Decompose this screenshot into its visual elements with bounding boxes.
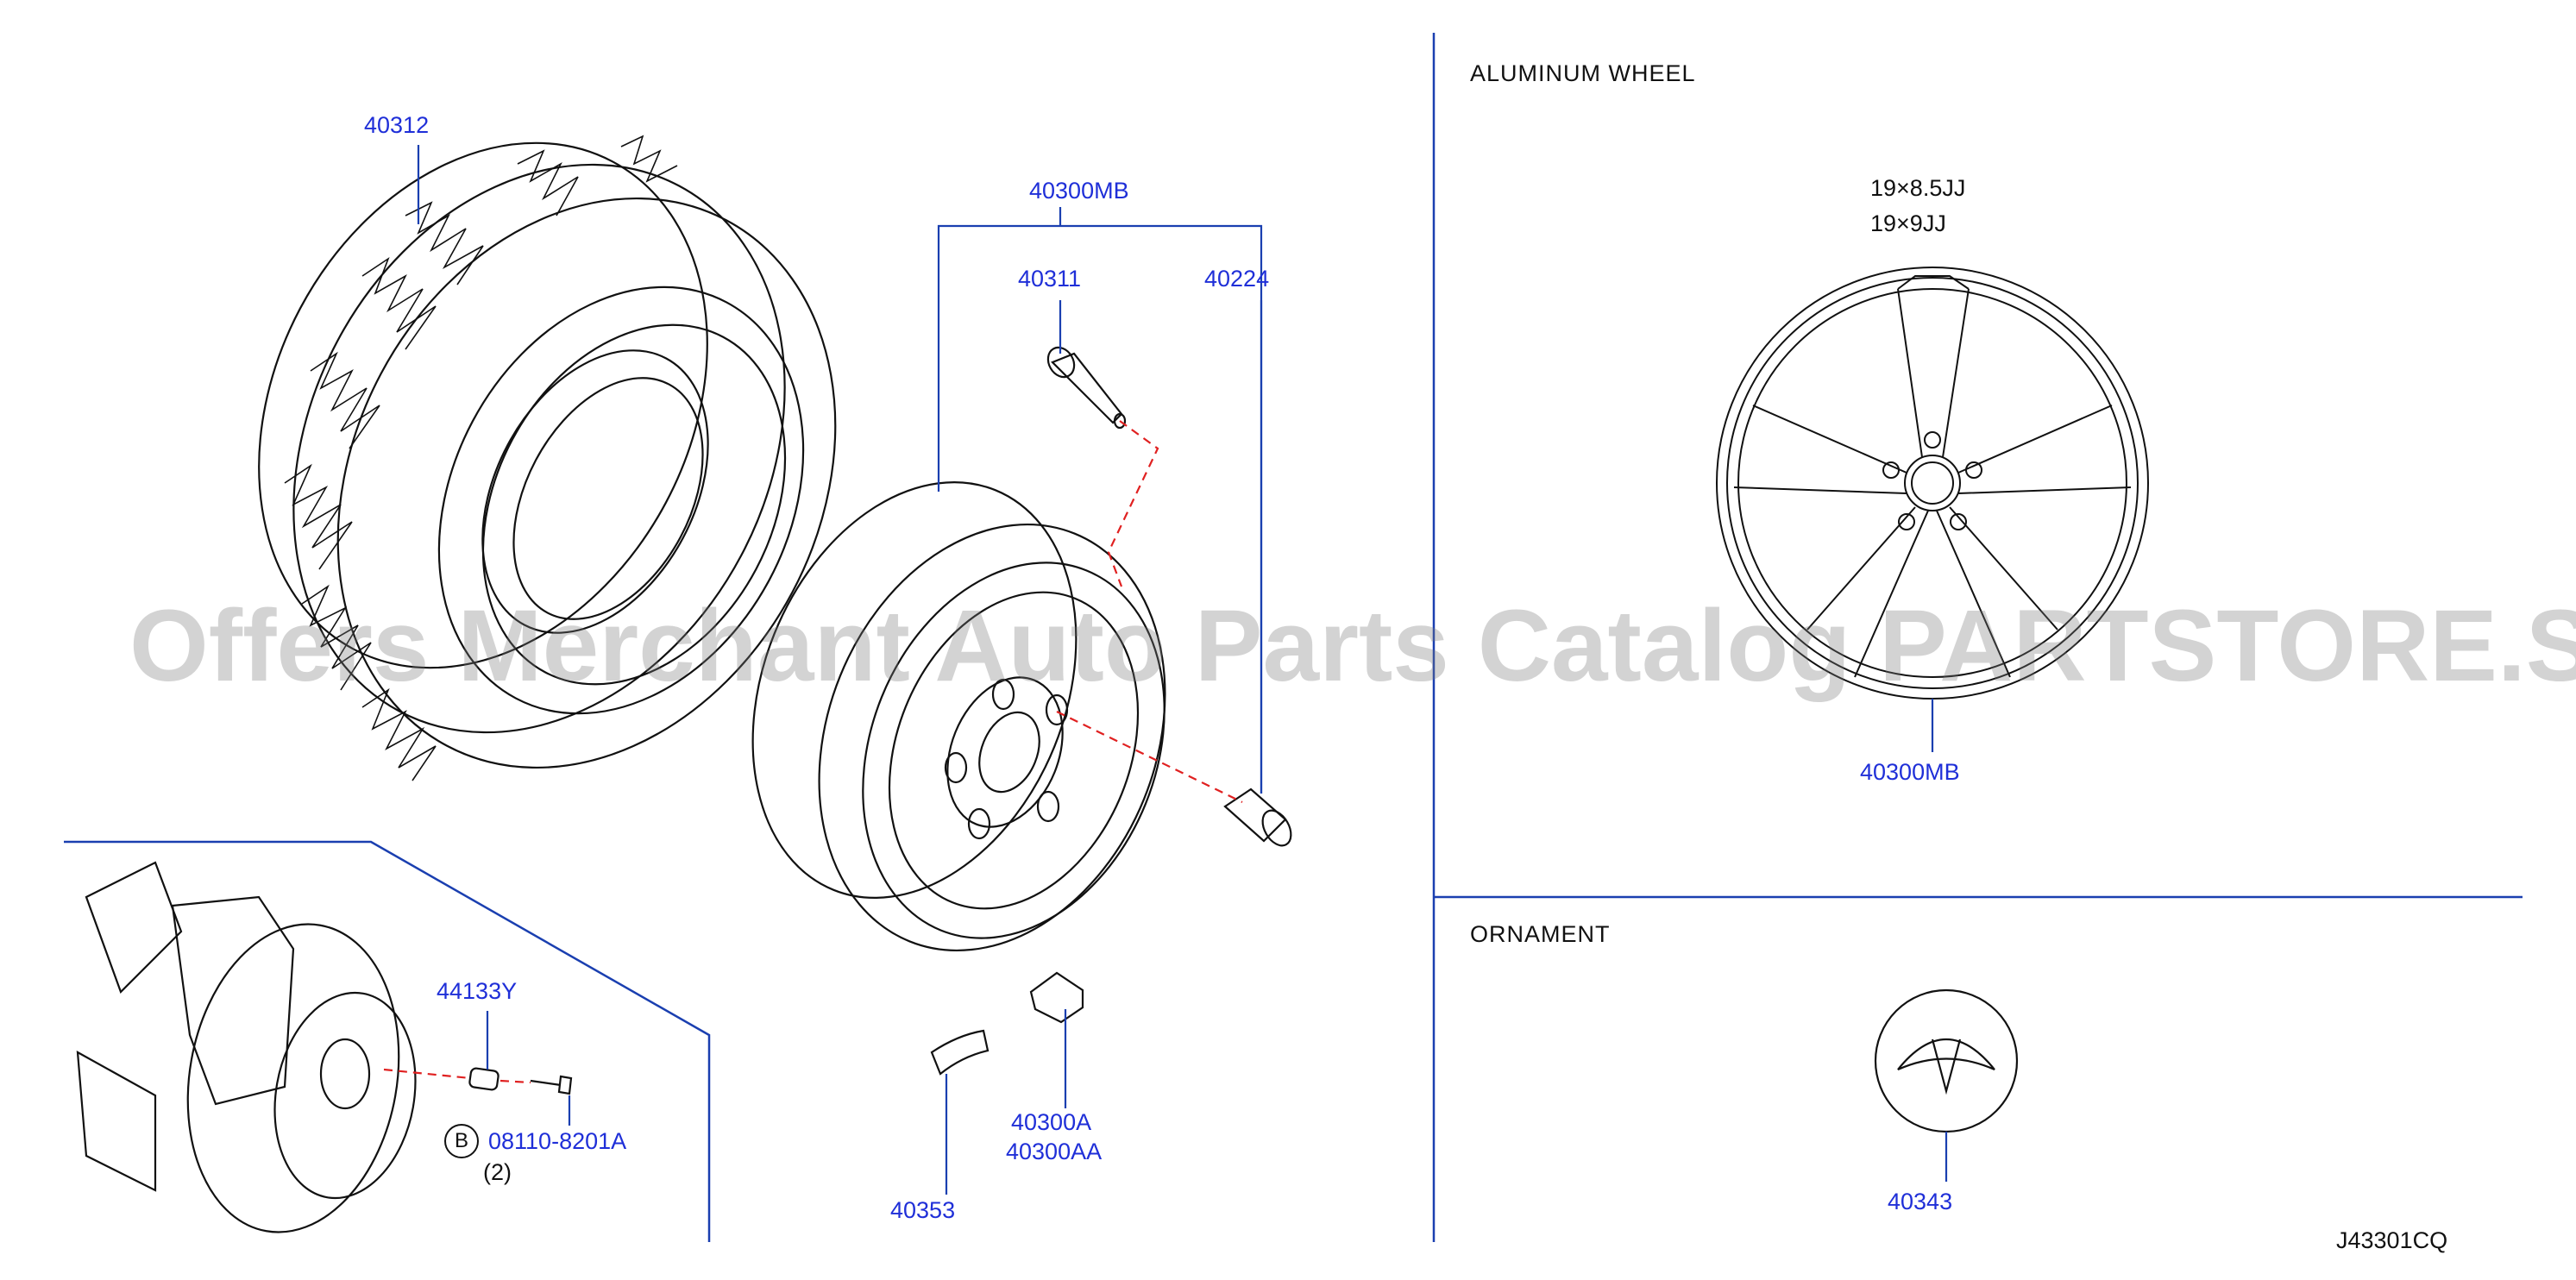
callout-stud[interactable]: 44133Y	[437, 978, 518, 1004]
brake-hub-drawing	[76, 861, 417, 1233]
callout-wheel-assy[interactable]: 40300MB	[1029, 178, 1129, 204]
balance-weight-drawing	[930, 971, 1084, 1076]
wheel-size-1: 19×8.5JJ	[1870, 175, 1966, 201]
callout-tire[interactable]: 40312	[364, 112, 430, 138]
steel-wheel-drawing	[751, 481, 1166, 952]
panel-dividers	[64, 33, 2523, 1242]
callout-alloy-wheel[interactable]: 40300MB	[1860, 759, 1960, 785]
ornament-heading: ORNAMENT	[1470, 921, 1611, 947]
callout-ornament[interactable]: 40343	[1888, 1189, 1953, 1214]
callout-balance-weight[interactable]: 40353	[890, 1197, 956, 1223]
ornament-cap-drawing	[1874, 988, 2019, 1133]
callout-valve[interactable]: 40311	[1018, 266, 1082, 292]
assembly-dashed-lines	[383, 420, 1243, 1084]
wheel-size-2: 19×9JJ	[1870, 210, 1946, 236]
bolt-symbol-b: B	[444, 1124, 479, 1158]
tire-drawing	[258, 135, 837, 781]
callout-weight-aa[interactable]: 40300AA	[1006, 1139, 1103, 1164]
callout-bolt[interactable]: 08110-8201A	[488, 1128, 627, 1154]
valve-stem-drawing	[1046, 346, 1127, 430]
bolt-quantity: (2)	[483, 1159, 512, 1185]
diagram-code: J43301CQ	[2336, 1227, 2448, 1253]
lug-nut-drawing	[1223, 787, 1292, 847]
aluminum-wheel-heading: ALUMINUM WHEEL	[1470, 60, 1696, 86]
leader-lines	[417, 145, 1948, 1195]
aluminum-wheel-drawing	[1716, 267, 2149, 700]
stud-bolt-drawing	[468, 1067, 573, 1095]
callout-nut[interactable]: 40224	[1204, 266, 1270, 292]
callout-weight-a[interactable]: 40300A	[1011, 1109, 1092, 1135]
